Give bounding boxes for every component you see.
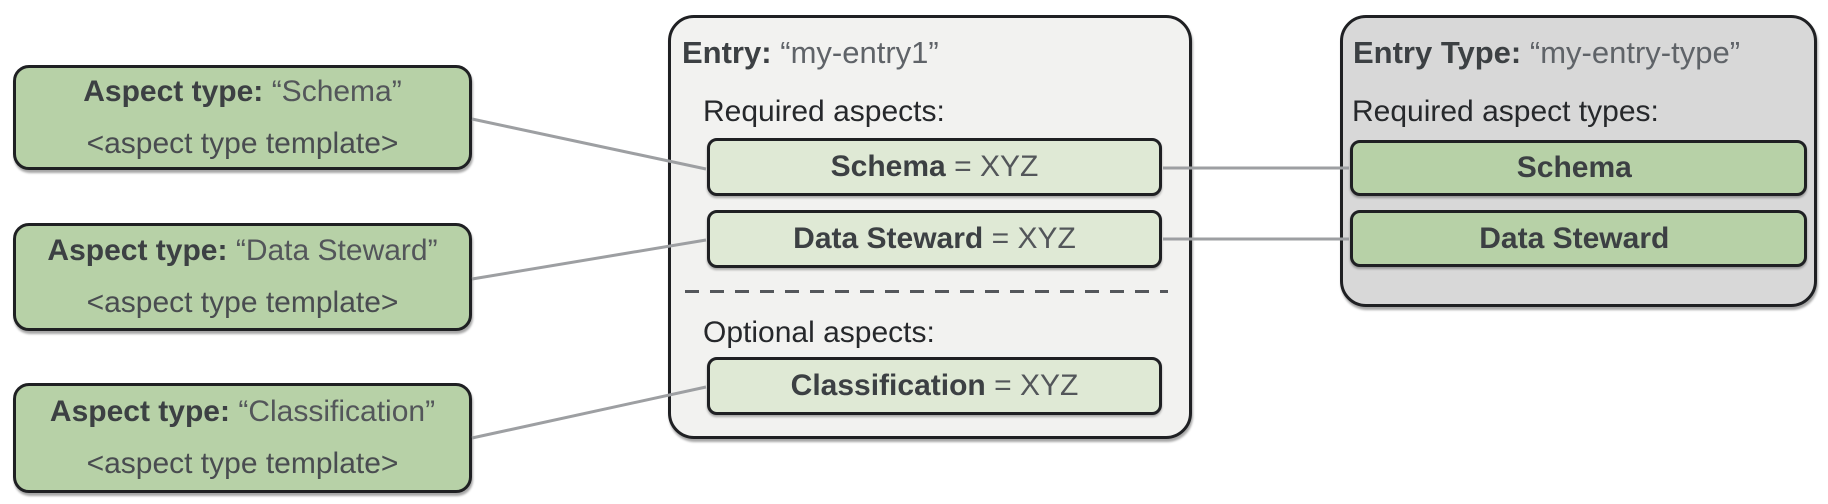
aspect-pill-classification: Classification= XYZ	[707, 357, 1162, 415]
aspect-type-card-data-steward: Aspect type:“Data Steward” <aspect type …	[13, 223, 472, 331]
aspect-type-template: <aspect type template>	[86, 286, 399, 319]
aspect-type-name: “Classification”	[238, 395, 436, 428]
entry-title-value: “my-entry1”	[780, 35, 939, 70]
aspect-type-card-title: Aspect type:“Classification”	[50, 397, 435, 427]
aspect-pill-value: = XYZ	[991, 222, 1076, 255]
entry-title-label: Entry:	[682, 35, 772, 70]
aspect-pill-name: Classification	[790, 369, 986, 402]
required-aspect-types-label: Required aspect types:	[1352, 95, 1659, 128]
aspect-type-pill-name: Data Steward	[1479, 221, 1670, 255]
entry-type-panel: Entry Type:“my-entry-type” Required aspe…	[1340, 15, 1817, 307]
aspect-type-card-title: Aspect type:“Data Steward”	[47, 236, 437, 266]
entry-type-title-value: “my-entry-type”	[1529, 35, 1741, 70]
aspect-pill-name: Schema	[830, 150, 946, 183]
aspect-type-card-title: Aspect type:“Schema”	[83, 74, 402, 108]
aspect-type-template: <aspect type template>	[86, 447, 399, 480]
aspect-pill-name: Data Steward	[793, 222, 984, 255]
entry-panel: Entry:“my-entry1” Required aspects: Sche…	[668, 15, 1192, 439]
aspect-pill-schema: Schema= XYZ	[707, 138, 1162, 196]
aspect-pill-value: = XYZ	[954, 150, 1039, 183]
aspect-type-label: Aspect type:	[83, 74, 264, 108]
required-optional-divider	[685, 290, 1168, 293]
aspect-type-name: “Schema”	[271, 74, 402, 108]
entry-title: Entry:“my-entry1”	[682, 37, 939, 68]
optional-aspects-label: Optional aspects:	[703, 316, 935, 349]
aspect-type-card-schema: Aspect type:“Schema” <aspect type templa…	[13, 65, 472, 170]
aspect-type-name: “Data Steward”	[235, 234, 438, 267]
aspect-type-label: Aspect type:	[49, 395, 230, 428]
aspect-type-pill-name: Schema	[1516, 151, 1632, 184]
entry-type-title-label: Entry Type:	[1353, 35, 1522, 70]
aspect-pill-value: = XYZ	[994, 369, 1079, 402]
aspect-pill-data-steward: Data Steward= XYZ	[707, 210, 1162, 268]
aspect-type-label: Aspect type:	[47, 234, 228, 267]
required-aspects-label: Required aspects:	[703, 95, 945, 128]
aspect-type-card-classification: Aspect type:“Classification” <aspect typ…	[13, 383, 472, 493]
aspect-type-pill-schema: Schema	[1350, 140, 1807, 196]
aspect-type-template: <aspect type template>	[86, 126, 399, 160]
entry-type-title: Entry Type:“my-entry-type”	[1353, 37, 1740, 68]
aspect-type-pill-data-steward: Data Steward	[1350, 210, 1807, 267]
